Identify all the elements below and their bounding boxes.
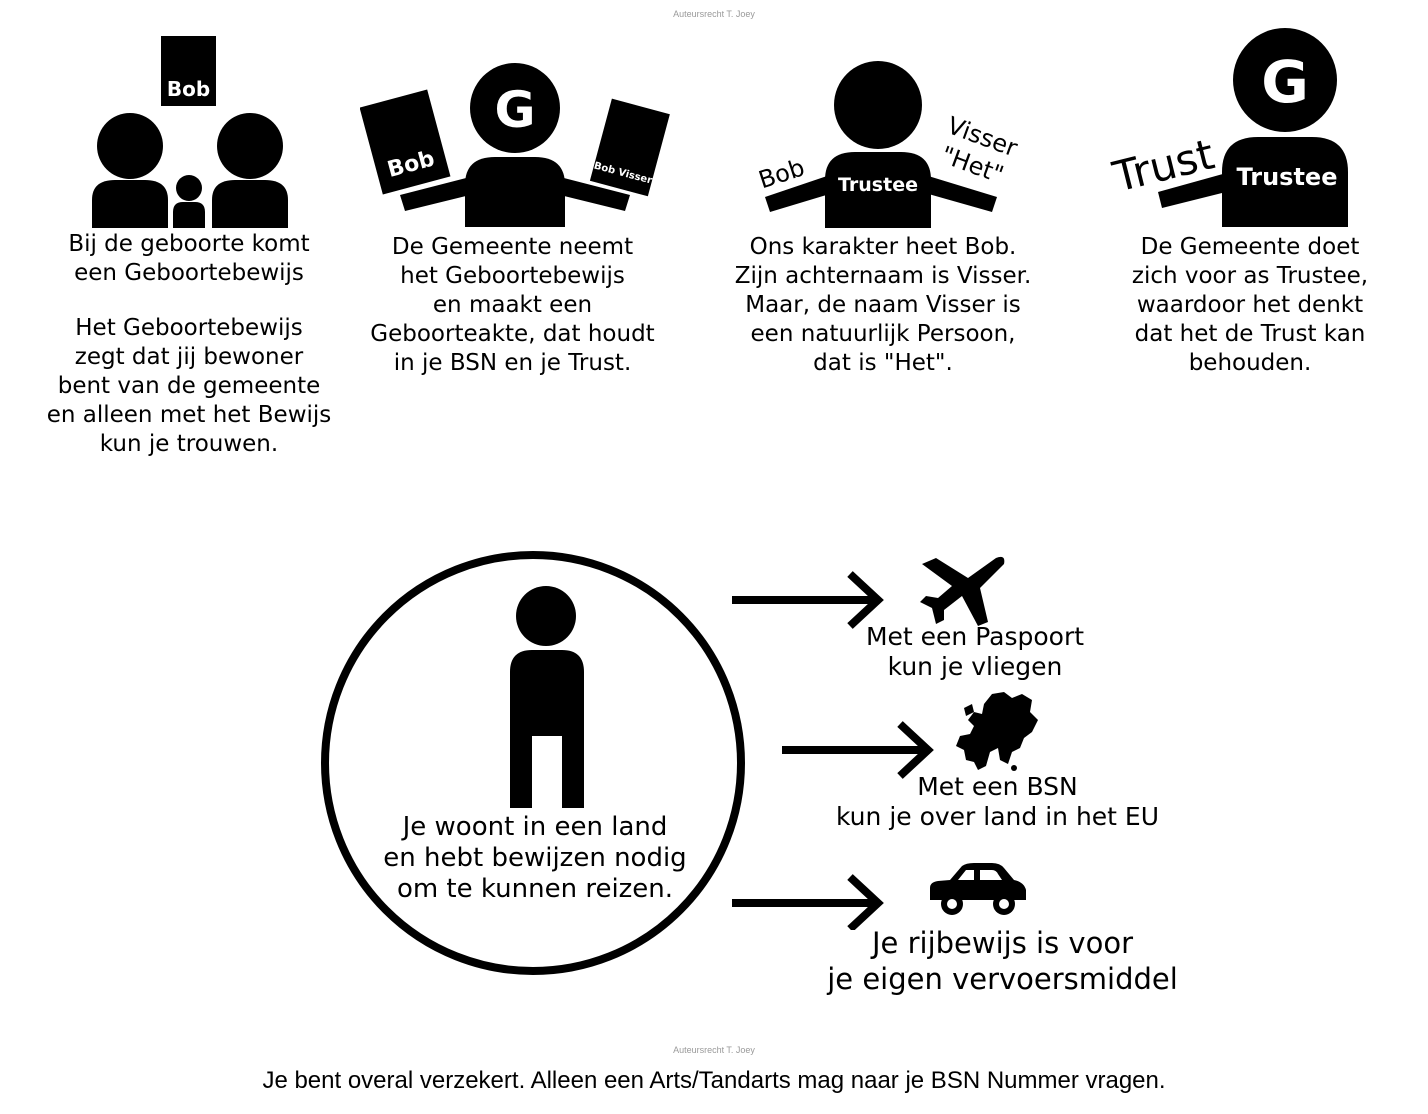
rijbewijs-text: Je rijbewijs is voor je eigen vervoersmi… xyxy=(815,925,1190,997)
gemeente-trustee-figure: G Trustee xyxy=(1158,28,1348,227)
gemeente-figure: G xyxy=(400,63,630,227)
item-line: kun je over land in het EU xyxy=(835,802,1160,831)
card-bob: Bob xyxy=(360,89,451,195)
panel-2-line: en maakt een xyxy=(432,292,593,318)
trustee-illustration: Trustee Bob Visser "Het" xyxy=(755,61,1021,228)
panel-1-text: Bij de geboorte komt een Geboortebewijs … xyxy=(30,230,348,459)
panel-1-line: kun je trouwen. xyxy=(99,431,279,457)
panel-2-line: De Gemeente neemt xyxy=(391,234,634,260)
panel-3-text: Ons karakter heet Bob. Zijn achternaam i… xyxy=(718,233,1048,378)
panel-4-line: De Gemeente doet xyxy=(1140,234,1360,260)
resident-circle xyxy=(321,551,745,975)
circle-text: Je woont in een land en hebt bewijzen no… xyxy=(360,812,710,905)
airplane-icon xyxy=(920,556,1005,626)
panel-4-line: zich voor as Trustee, xyxy=(1131,263,1369,289)
paspoort-text: Met een Paspoort kun je vliegen xyxy=(840,622,1110,682)
item-line: je eigen vervoersmiddel xyxy=(827,962,1178,996)
father-icon xyxy=(92,113,168,228)
bsn-text: Met een BSN kun je over land in het EU xyxy=(820,772,1175,832)
bob-card: Bob xyxy=(161,36,216,106)
trustee-label: Trustee xyxy=(838,174,918,196)
arrow-right-icon xyxy=(732,571,884,629)
item-line: kun je vliegen xyxy=(887,652,1063,681)
gemeente-trustee-illustration: G Trustee Trust xyxy=(1107,28,1348,227)
footer-text: Je bent overal verzekert. Alleen een Art… xyxy=(262,1067,1166,1094)
trustee-figure: Trustee xyxy=(765,61,997,228)
child-icon xyxy=(173,175,205,228)
panel-2-line: in je BSN en je Trust. xyxy=(393,350,632,376)
panel-3-line: Ons karakter heet Bob. xyxy=(749,234,1017,260)
panel-4-text: De Gemeente doet zich voor as Trustee, w… xyxy=(1095,233,1405,378)
europe-map-icon xyxy=(956,692,1038,771)
panel-2-text: De Gemeente neemt het Geboortebewijs en … xyxy=(355,233,670,378)
arrow-right-icon xyxy=(732,874,884,930)
circle-text-line: om te kunnen reizen. xyxy=(396,874,674,904)
item-line: Je rijbewijs is voor xyxy=(871,926,1133,960)
bob-card-label: Bob xyxy=(167,77,210,101)
arrows xyxy=(732,571,934,930)
copyright-top: Auteursrecht T. Joey xyxy=(673,9,755,19)
mother-icon xyxy=(212,113,288,228)
panel-1-line: zegt dat jij bewoner xyxy=(74,344,304,370)
trustee-label: Trustee xyxy=(1237,163,1338,191)
panel-1-line: Bij de geboorte komt xyxy=(68,231,310,257)
panel-1-line: een Geboortebewijs xyxy=(74,260,304,286)
family-illustration: Bob xyxy=(92,36,288,228)
panel-3-line: dat is "Het". xyxy=(813,350,953,376)
person-icon xyxy=(510,586,584,808)
copyright-bottom: Auteursrecht T. Joey xyxy=(673,1045,755,1055)
gemeente-illustration: G Bob Bob Visser xyxy=(360,63,670,227)
arrow-right-icon xyxy=(782,721,934,779)
panel-2-line: het Geboortebewijs xyxy=(400,263,625,289)
card-bob-visser: Bob Visser xyxy=(589,98,670,197)
panel-4-line: behouden. xyxy=(1188,350,1312,376)
panel-3-line: een natuurlijk Persoon, xyxy=(750,321,1016,347)
panel-1-line: Het Geboortebewijs xyxy=(75,315,303,341)
car-icon xyxy=(930,863,1026,915)
panel-2-line: Geboorteakte, dat houdt xyxy=(370,321,655,347)
panel-4-line: dat het de Trust kan xyxy=(1134,321,1366,347)
item-line: Met een Paspoort xyxy=(865,622,1085,651)
head-letter-g: G xyxy=(494,81,535,139)
panel-1-line: en alleen met het Bewijs xyxy=(46,402,332,428)
head-letter-g: G xyxy=(1261,48,1309,116)
item-line: Met een BSN xyxy=(917,772,1078,801)
panel-3-line: Zijn achternaam is Visser. xyxy=(734,263,1032,289)
panel-1-line: bent van de gemeente xyxy=(57,373,321,399)
panel-3-line: Maar, de naam Visser is xyxy=(745,292,1021,318)
panel-4-line: waardoor het denkt xyxy=(1136,292,1364,318)
circle-text-line: en hebt bewijzen nodig xyxy=(383,843,687,873)
circle-text-line: Je woont in een land xyxy=(402,812,668,842)
